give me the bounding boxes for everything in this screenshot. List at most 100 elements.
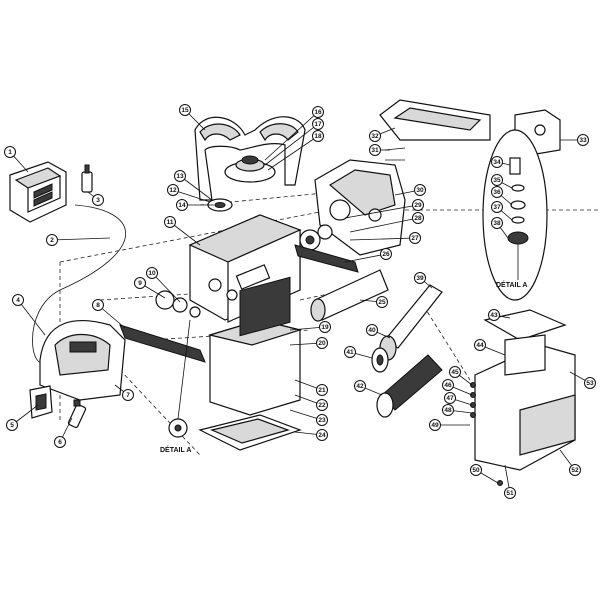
detail-a-label-right: DÉTAIL A [496, 280, 527, 289]
callout-circle [414, 184, 426, 196]
callout-leader [349, 237, 416, 241]
callout-circle [491, 201, 503, 213]
callout-number: 10 [148, 270, 156, 277]
callout-number: 22 [318, 402, 326, 409]
callout-24: 24 [294, 429, 328, 441]
callout-number: 4 [16, 297, 20, 304]
callout-circle [174, 170, 186, 182]
callout-number: 28 [414, 215, 422, 222]
callout-number: 21 [318, 387, 326, 394]
callout-circle [380, 248, 392, 260]
callout-circle [491, 156, 503, 168]
callout-circle [312, 118, 324, 130]
callout-15: 15 [179, 104, 206, 131]
detail-a-ellipse [482, 129, 548, 301]
callout-number: 40 [368, 327, 376, 334]
cable-tip [67, 399, 87, 429]
callout-circle [316, 384, 328, 396]
callout-10: 10 [146, 267, 181, 303]
callout-circle [577, 134, 589, 146]
callout-circle [444, 392, 456, 404]
callout-number: 31 [371, 147, 379, 154]
callout-number: 5 [10, 422, 14, 429]
drive-gears [299, 224, 333, 251]
filter-canister [207, 276, 303, 416]
callout-number: 26 [382, 251, 390, 258]
callout-leader [151, 272, 181, 303]
callout-number: 23 [318, 417, 326, 424]
callout-39: 39 [414, 272, 433, 289]
filter-tray [198, 414, 302, 451]
callout-32: 32 [369, 127, 396, 142]
callout-circle [316, 399, 328, 411]
callout-leader [169, 221, 201, 246]
callout-49: 49 [429, 419, 470, 431]
callout-number: 1 [8, 149, 12, 156]
side-housing [314, 159, 406, 256]
impeller [207, 198, 233, 212]
callout-circle [344, 346, 356, 358]
callout-circle [92, 299, 104, 311]
callout-42: 42 [354, 380, 383, 396]
callout-circle [429, 419, 441, 431]
callout-number: 29 [414, 202, 422, 209]
callout-circle [164, 216, 176, 228]
callout-48: 48 [442, 404, 473, 416]
callout-circle [491, 174, 503, 186]
callout-circle [504, 487, 516, 499]
callout-23: 23 [289, 409, 328, 426]
callout-circle [167, 184, 179, 196]
callout-1: 1 [4, 146, 29, 173]
callout-number: 3 [96, 197, 100, 204]
tube-roller [379, 284, 443, 361]
callout-circle [354, 380, 366, 392]
callout-9: 9 [134, 277, 166, 299]
callout-circle [46, 234, 58, 246]
callout-number: 9 [138, 280, 142, 287]
top-cover-panel [379, 99, 491, 141]
brush-roller [310, 269, 389, 322]
callout-circle [470, 464, 482, 476]
callout-37: 37 [491, 201, 513, 221]
callout-26: 26 [344, 248, 392, 263]
callout-46: 46 [442, 379, 473, 396]
callout-52: 52 [559, 449, 581, 476]
callout-circle [376, 296, 388, 308]
drive-track-right [294, 244, 359, 273]
callout-47: 47 [444, 392, 473, 406]
callout-53: 53 [569, 371, 596, 389]
callout-44: 44 [474, 339, 506, 356]
callout-19: 19 [289, 321, 331, 333]
callout-45: 45 [449, 366, 473, 386]
callout-number: 12 [169, 187, 177, 194]
callout-number: 8 [96, 302, 100, 309]
callout-leader [344, 253, 387, 263]
callout-number: 47 [446, 395, 454, 402]
callout-circle [176, 199, 188, 211]
callout-leader [267, 135, 319, 171]
callout-13: 13 [174, 170, 213, 201]
callout-number: 6 [58, 439, 62, 446]
brush-wheel [371, 347, 389, 373]
callout-circle [179, 104, 191, 116]
callout-number: 25 [378, 299, 386, 306]
callout-number: 24 [318, 432, 326, 439]
callout-number: 27 [411, 235, 419, 242]
callout-circle [491, 217, 503, 229]
callout-leader [172, 189, 211, 203]
callout-circle [12, 294, 24, 306]
callout-50: 50 [470, 464, 499, 484]
callout-leader [349, 217, 419, 233]
caddy-frame [39, 319, 126, 401]
callout-number: 42 [356, 383, 364, 390]
callout-18: 18 [267, 130, 324, 171]
callout-number: 14 [178, 202, 186, 209]
callout-number: 18 [314, 133, 322, 140]
callout-number: 52 [571, 467, 579, 474]
callout-circle [414, 272, 426, 284]
callout-leader [264, 123, 319, 166]
callout-number: 32 [371, 133, 379, 140]
callout-2: 2 [46, 234, 111, 246]
callout-number: 15 [181, 107, 189, 114]
